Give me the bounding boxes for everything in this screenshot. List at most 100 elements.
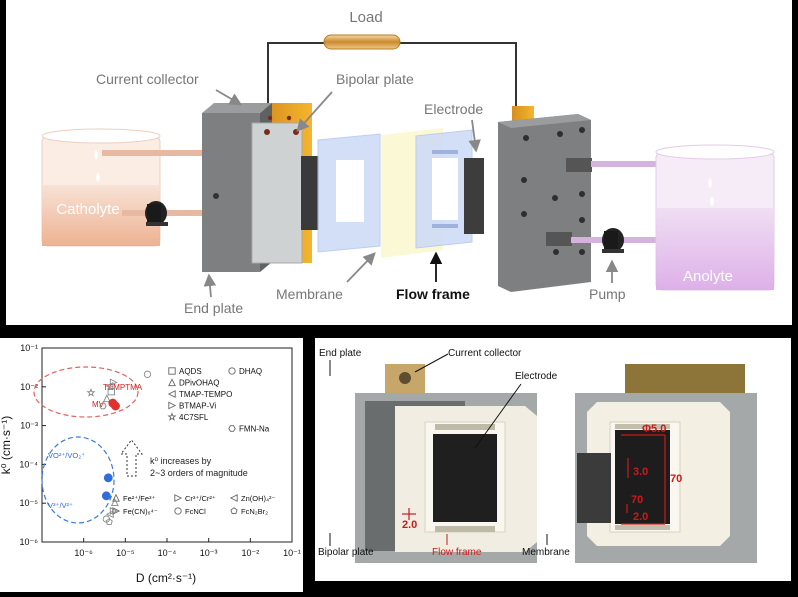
trend-arrow <box>120 439 143 477</box>
legend-label: Fe(CN)₆⁴⁻ <box>123 507 158 516</box>
legend-label: Zn(OH)₄²⁻ <box>241 494 276 503</box>
y-tick-label: 10⁻⁵ <box>20 498 39 508</box>
flow-battery-schematic: Load Catholyte <box>41 9 775 316</box>
anolyte-tank <box>655 144 775 291</box>
trend-text-line2: 2~3 orders of magnitude <box>150 468 248 478</box>
y-tick-label: 10⁻⁴ <box>19 459 38 469</box>
legend-label: BTMAP-Vi <box>179 402 216 411</box>
pump-left-icon <box>145 201 168 226</box>
label-pump: Pump <box>589 286 626 302</box>
dimension-2-0-left: 2.0 <box>402 519 417 531</box>
legend-marker <box>168 401 177 410</box>
label-catholyte: Catholyte <box>56 201 119 218</box>
legend-label: 4C7SFL <box>179 413 209 422</box>
label-end-plate: End plate <box>184 300 243 316</box>
data-point <box>103 473 113 483</box>
label-flow-frame: Flow frame <box>396 286 470 302</box>
dimension-70-horizontal: 70 <box>631 494 643 506</box>
x-tick-label: 10⁻¹ <box>283 548 301 558</box>
data-point <box>107 387 115 396</box>
x-axis-label: D (cm²·s⁻¹) <box>136 571 196 585</box>
photo-label-membrane: Membrane <box>522 547 570 558</box>
y-tick-label: 10⁻³ <box>20 421 38 431</box>
photo-label-bipolar-plate: Bipolar plate <box>318 547 374 558</box>
data-point <box>99 402 107 410</box>
legend-label: FcNCl <box>185 507 206 516</box>
data-point <box>111 401 120 411</box>
x-tick-label: 10⁻⁵ <box>116 548 135 558</box>
legend-label: DPivOHAQ <box>179 379 219 388</box>
legend-marker <box>167 390 176 398</box>
y-tick-label: 10⁻¹ <box>20 343 38 353</box>
legend-label: Cr³⁺/Cr²⁺ <box>185 494 216 503</box>
legend-marker <box>112 493 120 502</box>
data-point <box>101 491 111 501</box>
annotation-vo: VO²⁺/VO₂⁺ <box>48 451 85 460</box>
data-point <box>86 387 96 397</box>
legend-marker <box>228 367 236 375</box>
dimension-phi-5-0: Φ5.0 <box>642 423 666 435</box>
label-bipolar-plate: Bipolar plate <box>336 71 414 87</box>
schematic-panel: Load Catholyte <box>6 0 792 325</box>
inorganic-region <box>41 436 115 524</box>
legend-marker <box>174 507 182 515</box>
anolyte-pipe-top <box>591 161 701 167</box>
photo-label-electrode: Electrode <box>515 371 558 382</box>
photo-label-current-collector: Current collector <box>448 348 522 359</box>
organic-region <box>33 366 139 418</box>
electrode-photo-right <box>615 430 670 524</box>
annotation-v: V³⁺/V²⁺ <box>48 501 73 510</box>
electrode-photo <box>433 434 497 522</box>
annotation-mv: MV <box>92 400 105 409</box>
annotation-temptma: TEMPTMA <box>103 383 143 392</box>
load-resistor <box>323 34 401 50</box>
axis-ticks: 10⁻⁶ 10⁻⁵ 10⁻⁴ 10⁻³ 10⁻² 10⁻¹ 10⁻⁶ 10⁻⁵ 10⁻⁴ 10⁻³… <box>19 343 301 558</box>
data-points <box>86 370 152 525</box>
legend-marker <box>174 494 183 502</box>
legend-label: AQDS <box>179 367 202 376</box>
legend-marker <box>168 367 176 375</box>
legend: AQDS DHAQ DPivOHAQ TMAP-TEMPO BTMAP-Vi 4C7SFL… <box>112 367 276 516</box>
y-tick-label: 10⁻⁶ <box>20 537 39 547</box>
photo-panel: 2.0 Φ5.0 3.0 70 70 2.0 End plate Current… <box>315 338 791 581</box>
end-plate-right <box>498 114 591 292</box>
data-point <box>102 394 111 403</box>
data-point <box>110 498 119 507</box>
data-point <box>105 518 113 525</box>
legend-marker <box>228 425 236 432</box>
y-tick-label: 10⁻² <box>20 382 38 392</box>
catholyte-tank <box>41 128 161 247</box>
x-tick-label: 10⁻³ <box>200 548 218 558</box>
trend-text-line1: k⁰ increases by <box>150 456 212 466</box>
legend-label: FMN-Na <box>239 425 270 434</box>
electrode-right <box>464 158 484 234</box>
chart-panel: 10⁻⁶ 10⁻⁵ 10⁻⁴ 10⁻³ 10⁻² 10⁻¹ 10⁻⁶ 10⁻⁵ 10⁻⁴ 10⁻³… <box>0 338 303 592</box>
dimension-70-vertical: 70 <box>670 473 682 485</box>
legend-marker <box>167 412 177 421</box>
label-current-collector: Current collector <box>96 71 199 87</box>
data-point <box>109 378 118 387</box>
y-axis-label: k⁰ (cm·s⁻¹) <box>0 416 13 474</box>
x-tick-label: 10⁻² <box>241 548 259 558</box>
bipolar-plate-left <box>251 122 303 264</box>
x-tick-label: 10⁻⁶ <box>74 548 93 558</box>
legend-label: DHAQ <box>239 367 262 376</box>
label-anolyte: Anolyte <box>683 268 733 285</box>
legend-marker <box>230 507 238 515</box>
x-tick-label: 10⁻⁴ <box>158 548 177 558</box>
label-electrode: Electrode <box>424 101 483 117</box>
dimension-2-0-right: 2.0 <box>633 511 648 523</box>
label-membrane: Membrane <box>276 286 343 302</box>
electrode-left <box>301 156 319 230</box>
k0-vs-d-chart: 10⁻⁶ 10⁻⁵ 10⁻⁴ 10⁻³ 10⁻² 10⁻¹ 10⁻⁶ 10⁻⁵ 10⁻⁴ 10⁻³… <box>0 343 301 585</box>
legend-label: TMAP-TEMPO <box>179 390 232 399</box>
data-point <box>105 510 114 519</box>
legend-label: Fe²⁺/Fe³⁺ <box>123 494 156 503</box>
pump-right-icon <box>602 228 624 253</box>
catholyte-pipe-top <box>102 150 202 156</box>
photo-label-flow-frame: Flow frame <box>432 547 482 558</box>
collector-plate-right <box>625 364 745 396</box>
legend-marker <box>229 494 238 502</box>
data-point <box>105 382 114 390</box>
